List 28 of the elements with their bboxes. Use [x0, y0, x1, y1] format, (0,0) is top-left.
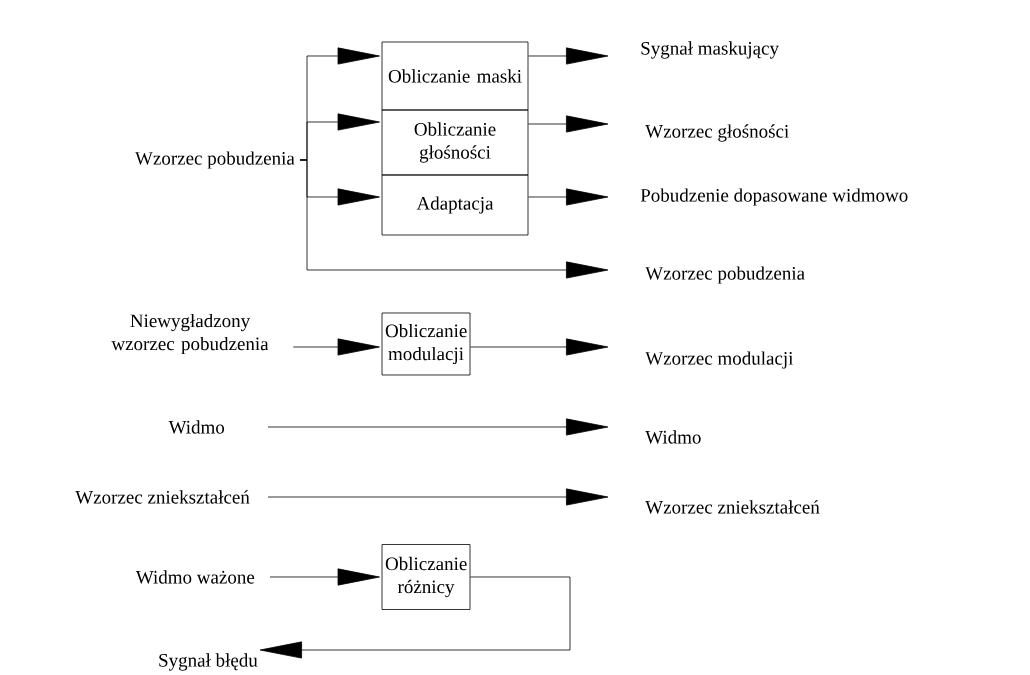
arrow — [269, 568, 380, 586]
input-label: Wzorzec pobudzenia — [135, 151, 295, 169]
input-label: Niewygładzony wzorzec pobudzenia — [111, 313, 269, 355]
arrow — [267, 488, 609, 506]
output-label: Pobudzenie dopasowane widmowo — [640, 188, 908, 206]
input-label: Widmo ważone — [135, 570, 255, 584]
output-label: Wzorzec zniekształceń — [645, 500, 820, 514]
input-label: Widmo — [168, 420, 225, 434]
arrow — [528, 188, 609, 206]
process-box: Obliczanie modulacji — [381, 312, 471, 376]
arrow — [528, 115, 609, 133]
process-box: Obliczanie maski — [381, 41, 529, 111]
arrow — [299, 159, 609, 279]
arrow — [259, 576, 571, 659]
output-label: Sygnał maskujący — [641, 41, 779, 59]
process-box: Obliczanie głośności — [381, 109, 529, 176]
output-label: Wzorzec głośności — [645, 124, 789, 142]
process-box: Adaptacja — [381, 174, 529, 236]
input-label: Sygnał błędu — [159, 653, 258, 671]
arrow — [292, 338, 380, 356]
input-label: Wzorzec zniekształceń — [75, 490, 250, 504]
arrow — [528, 47, 609, 65]
output-label: Wzorzec pobudzenia — [645, 266, 805, 284]
arrow — [267, 418, 609, 436]
output-label: Widmo — [645, 430, 701, 444]
output-label: Wzorzec modulacji — [645, 351, 794, 369]
process-box: Obliczanie różnicy — [381, 544, 471, 610]
arrow — [470, 338, 609, 356]
